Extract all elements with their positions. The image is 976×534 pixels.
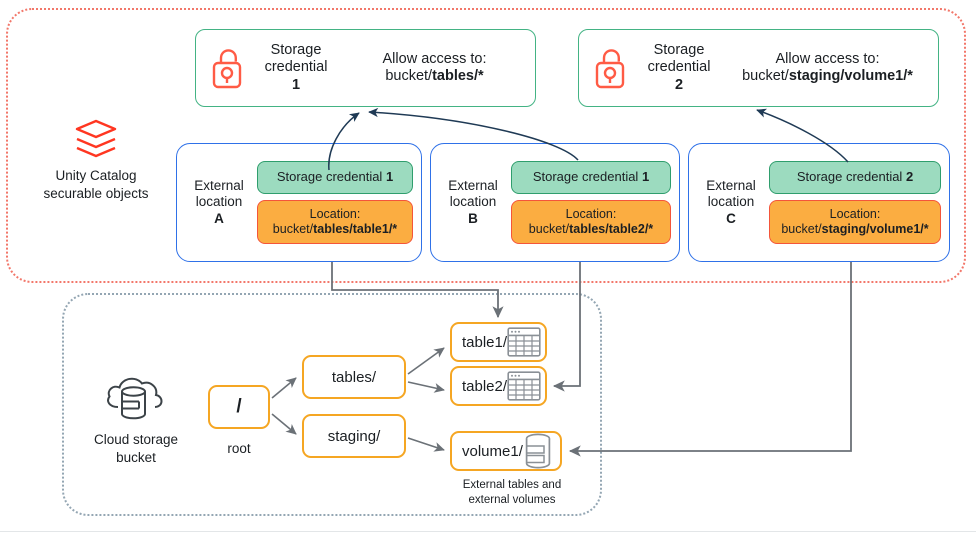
lock-icon [206,44,248,92]
uc-legend-line1: Unity Catalog [55,168,137,183]
elb-cred-num: 1 [641,169,650,185]
external-location-a-path[interactable]: Location: bucket/tables/table1/* [257,199,413,244]
elb-name: B [468,210,478,226]
sc2-allow-label: Allow access to: [775,50,880,67]
databricks-layers-icon [22,118,170,162]
uc-legend-line2: securable objects [43,185,149,201]
unity-catalog-legend: Unity Catalog securable objects [22,118,170,202]
external-location-a-label: External location A [177,178,255,227]
ela-cred-num: 1 [385,169,394,185]
elc-line1: External [706,178,756,194]
volume-database-icon [523,433,553,469]
bucket-root-caption: root [227,441,251,456]
external-location-b[interactable]: External location B Storage credential 1… [430,143,680,262]
sc1-title-line2: credential [264,59,328,76]
sc2-number: 2 [674,76,684,93]
storage-credential-2-box[interactable]: Storage credential 2 Allow access to: bu… [578,29,939,107]
table-icon [507,371,541,401]
storage-credential-1-box[interactable]: Storage credential 1 Allow access to: bu… [195,29,536,107]
bucket-node-tables[interactable]: tables/ [302,355,406,399]
sc1-allow-label: Allow access to: [382,50,487,67]
cloud-database-icon [62,368,210,428]
elb-line2: location [449,194,497,210]
external-location-b-credential[interactable]: Storage credential 1 [511,161,671,194]
external-location-c-credential[interactable]: Storage credential 2 [769,161,941,194]
sc2-title-line2: credential [647,59,711,76]
cloud-legend-line2: bucket [116,449,156,465]
elb-loc-bold: tables/table2/* [569,221,654,236]
cloud-storage-legend: Cloud storage bucket [62,368,210,466]
cloud-legend-line1: Cloud storage [93,432,179,447]
ela-line2: location [195,194,243,210]
external-location-c[interactable]: External location C Storage credential 2… [688,143,950,262]
elb-loc-prefix: bucket/ [528,221,570,236]
external-location-c-label: External location C [689,178,767,227]
ela-loc-bold: tables/table1/* [313,221,398,236]
elc-loc-label: Location: [829,206,881,221]
bucket-node-root[interactable]: / [208,385,270,429]
ela-loc-prefix: bucket/ [272,221,314,236]
elc-cred-num: 2 [905,169,914,185]
storage-credential-2-title: Storage credential 2 [631,42,727,93]
sc1-path-bold: tables/* [432,68,484,84]
bucket-caption-line2: external volumes [468,493,556,506]
elb-cred-text: Storage credential [532,169,642,185]
lock-icon [589,44,631,92]
bucket-node-staging[interactable]: staging/ [302,414,406,458]
storage-credential-1-scope: Allow access to: bucket/tables/* [344,51,525,85]
elc-name: C [726,210,736,226]
sc1-title-line1: Storage [270,42,322,59]
sc2-path-prefix: bucket/ [742,68,789,84]
ela-cred-text: Storage credential [276,169,386,185]
ela-name: A [214,210,224,226]
arrow-loc-c-to-volume1 [568,262,852,457]
sc1-number: 1 [291,76,301,93]
bottom-divider [0,531,976,532]
external-location-a[interactable]: External location A Storage credential 1… [176,143,422,262]
ela-line1: External [194,178,244,194]
elb-loc-label: Location: [565,206,617,221]
external-location-c-path[interactable]: Location: bucket/staging/volume1/* [769,199,941,244]
storage-credential-2-scope: Allow access to: bucket/staging/volume1/… [727,51,928,85]
bucket-caption-line1: External tables and [462,479,562,491]
bucket-node-table2-label: table2/ [462,377,508,395]
elc-cred-text: Storage credential [796,169,906,185]
bucket-node-volume1-label: volume1/ [462,442,523,460]
bucket-node-volume1[interactable]: volume1/ [450,431,562,471]
sc1-path-prefix: bucket/ [385,68,433,84]
sc2-title-line1: Storage [653,42,705,59]
sc2-path-bold: staging/volume1/* [788,68,913,84]
bucket-node-table1-label: table1/ [462,333,508,351]
bucket-node-table1[interactable]: table1/ [450,322,547,362]
bucket-leaves-caption: External tables and external volumes [432,478,592,508]
elb-line1: External [448,178,498,194]
external-location-b-path[interactable]: Location: bucket/tables/table2/* [511,199,671,244]
elc-loc-bold: staging/volume1/* [821,221,929,236]
elc-loc-prefix: bucket/ [781,221,822,236]
storage-credential-1-title: Storage credential 1 [248,42,344,93]
bucket-node-table2[interactable]: table2/ [450,366,547,406]
ela-loc-label: Location: [309,206,361,221]
table-icon [507,327,541,357]
elc-line2: location [707,194,755,210]
external-location-b-label: External location B [431,178,509,227]
external-location-a-credential[interactable]: Storage credential 1 [257,161,413,194]
